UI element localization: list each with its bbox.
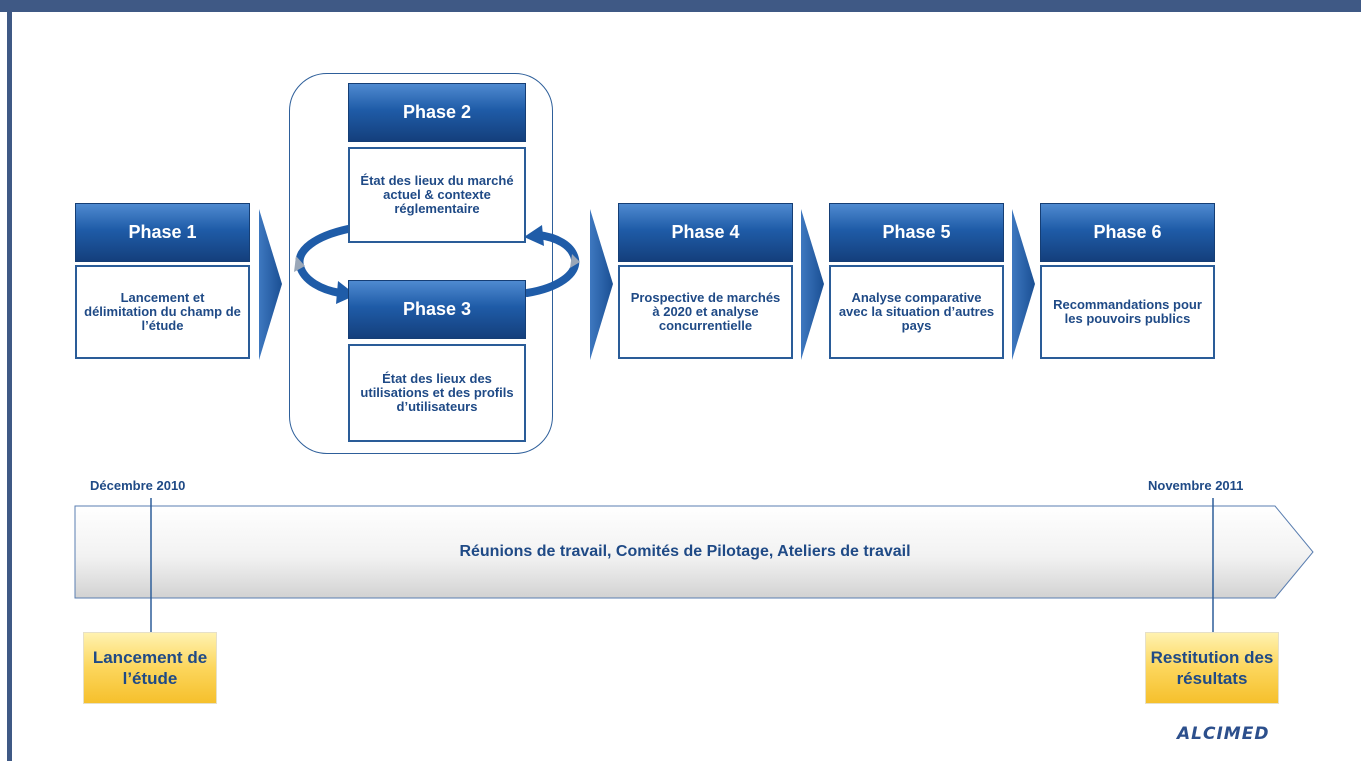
frame-left-bar — [7, 12, 12, 761]
phase-6-header: Phase 6 — [1040, 203, 1215, 262]
chevron-arrow-3 — [801, 209, 824, 360]
phase-4-header: Phase 4 — [618, 203, 793, 262]
timeline-arrow-bar — [74, 505, 1314, 599]
chevron-arrow-2 — [590, 209, 613, 360]
timeline-description: Réunions de travail, Comités de Pilotage… — [459, 543, 911, 560]
timeline-end-date: Novembre 2011 — [1148, 478, 1244, 493]
phase-1-header: Phase 1 — [75, 203, 250, 262]
timeline-start-date: Décembre 2010 — [90, 478, 186, 493]
phase-5-description: Analyse comparative avec la situation d’… — [829, 265, 1004, 359]
cycle-arrow-left-tail — [294, 256, 305, 272]
milestone-start: Lancement de l’étude — [83, 632, 217, 704]
frame-top-bar — [0, 0, 1361, 12]
phase-2-description: État des lieux du marché actuel & contex… — [348, 147, 526, 243]
cycle-arrow-right — [523, 231, 580, 297]
chevron-arrow-1 — [259, 209, 282, 360]
cycle-arrow-left-head — [336, 281, 356, 304]
phase-3-header: Phase 3 — [348, 280, 526, 339]
phase-5-header: Phase 5 — [829, 203, 1004, 262]
phase-3-description: État des lieux des utilisations et des p… — [348, 344, 526, 442]
cycle-arrow-right-head — [524, 225, 544, 246]
phase-2-header: Phase 2 — [348, 83, 526, 142]
alcimed-logo: ALCIMED — [1177, 724, 1270, 744]
phase-6-description: Recommandations pour les pouvoirs public… — [1040, 265, 1215, 359]
phase-1-description: Lancement et délimitation du champ de l’… — [75, 265, 250, 359]
chevron-arrow-4 — [1012, 209, 1035, 360]
cycle-arrow-right-tail — [570, 254, 580, 268]
milestone-end: Restitution des résultats — [1145, 632, 1279, 704]
phase-4-description: Prospective de marchés à 2020 et analyse… — [618, 265, 793, 359]
